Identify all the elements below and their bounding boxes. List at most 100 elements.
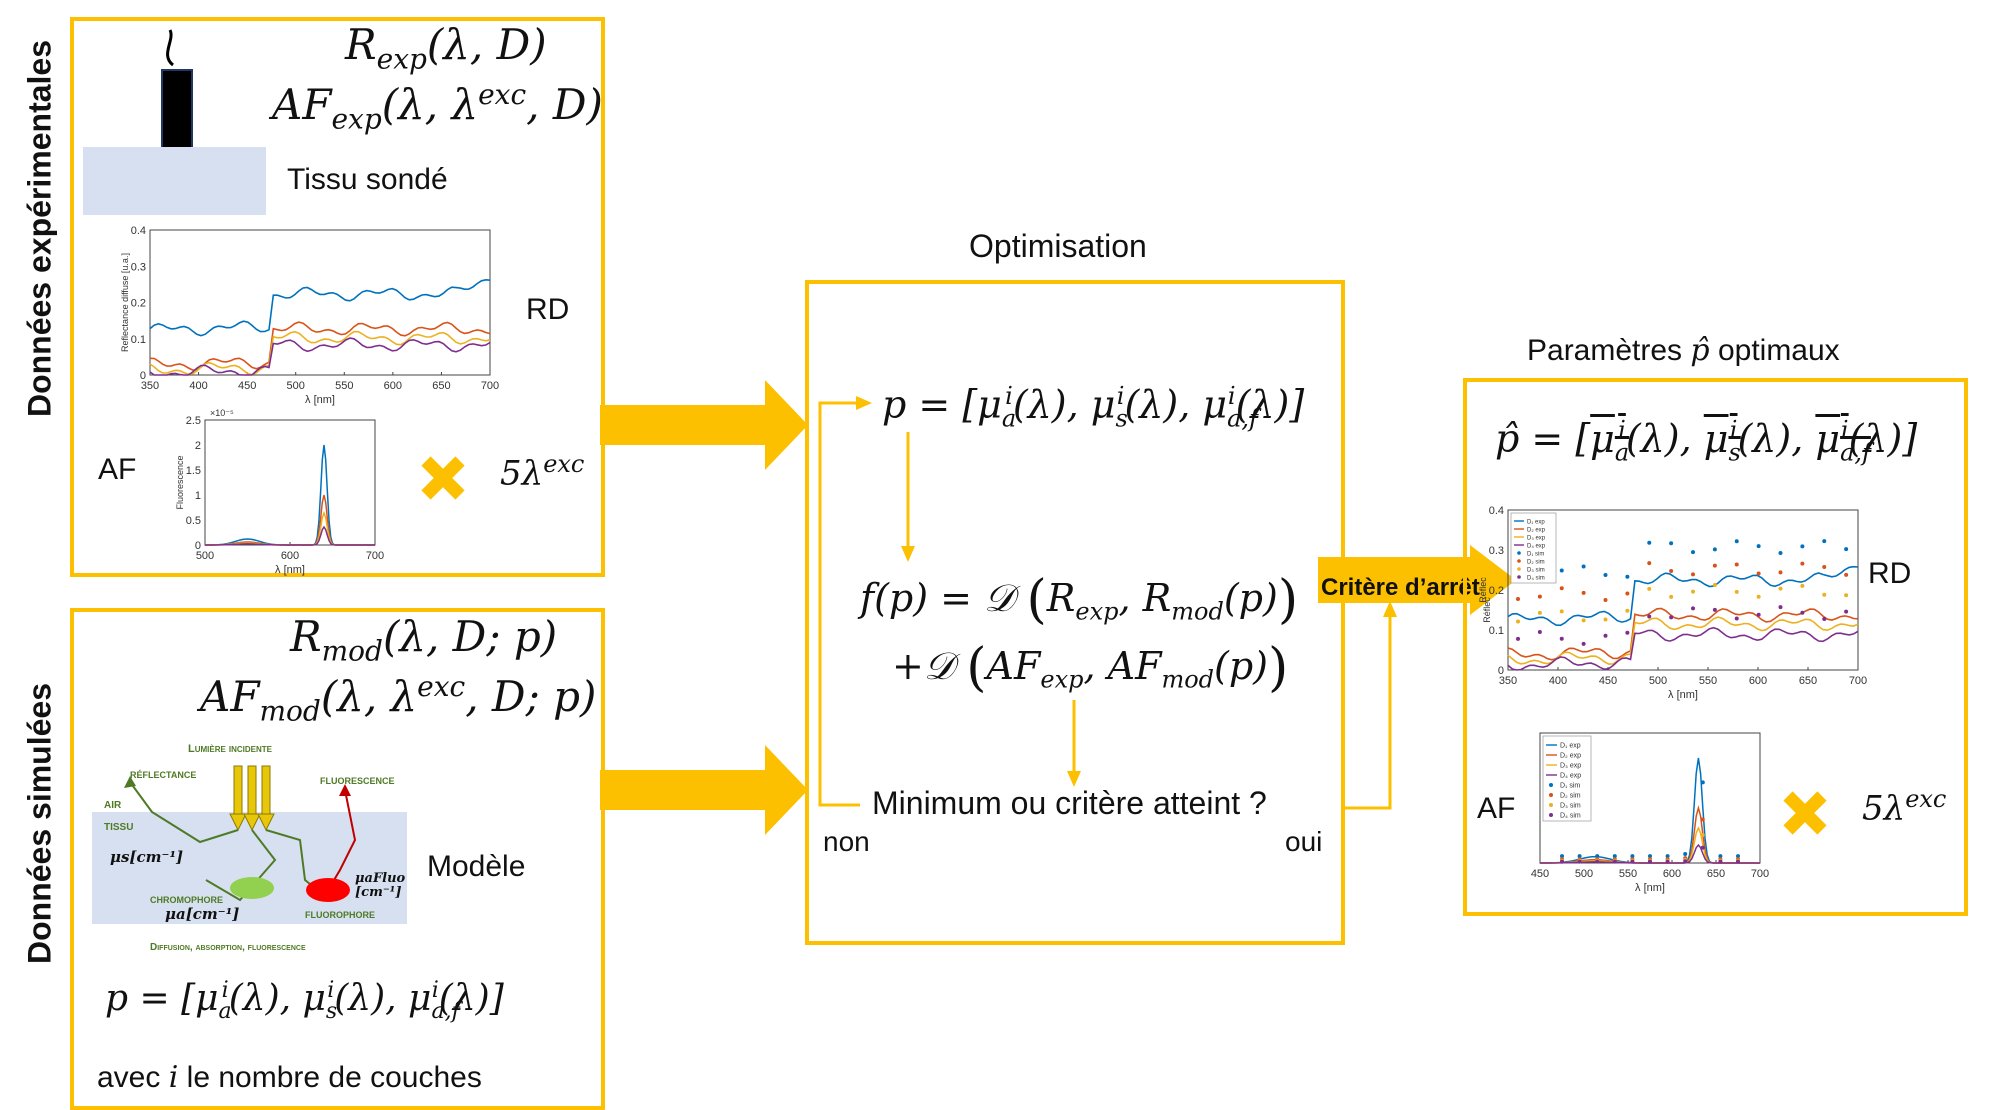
sim-point (1734, 589, 1739, 594)
sim-point (1516, 636, 1520, 641)
f-equation-line2: +𝒟 (AFexp, AFmod(p)) (892, 638, 1289, 698)
sim-point (1712, 583, 1717, 588)
sim-point (1537, 610, 1542, 615)
minimum-question: Minimum ou critère atteint ? (872, 785, 1267, 821)
oui-label: oui (1285, 826, 1323, 857)
sim-point (1648, 854, 1652, 859)
y-tick-label: 0.1 (1489, 625, 1504, 637)
legend-marker (1549, 813, 1553, 817)
fluorophore-label: Fluorophore (305, 910, 376, 920)
lumiere-incidente-label: Lumière incidente (188, 743, 273, 755)
sim-point (1630, 859, 1635, 864)
model-tissue-layer (92, 812, 407, 924)
sim-point (1669, 541, 1674, 546)
sim-point (1603, 633, 1608, 638)
legend-label: D₃ sim (1527, 568, 1545, 574)
sim-point (1516, 597, 1520, 602)
sim-point (1603, 597, 1608, 602)
reflectance-label: Réflectance (130, 770, 197, 780)
sim-point (1736, 859, 1740, 864)
sim-point (1712, 563, 1717, 568)
sim-point (1577, 859, 1582, 864)
sim-point (1718, 859, 1723, 864)
sim-point (1700, 817, 1705, 822)
sim-point (1778, 586, 1783, 591)
sim-point (1691, 606, 1695, 611)
sim-point (1595, 859, 1600, 864)
non-label: non (823, 826, 870, 857)
five-lambda-exc-opt: 5λexc (1862, 785, 1947, 829)
x-tick-label: 550 (335, 380, 353, 392)
sim-point (1648, 859, 1652, 864)
legend-marker (1517, 551, 1521, 555)
sim-point (1756, 594, 1761, 599)
sim-point (1612, 859, 1617, 864)
sim-point (1625, 630, 1630, 635)
legend-label: D₁ sim (1527, 552, 1544, 558)
sim-point (1581, 618, 1586, 623)
legend-label: D₄ exp (1527, 544, 1546, 550)
legend-label: D₂ exp (1527, 528, 1546, 534)
y-axis-label: Fluorescence (175, 455, 185, 509)
sim-point (1800, 583, 1805, 588)
sim-point (1625, 591, 1630, 596)
p-opt-equation: p = [μai(λ), μsi(λ), μa,fi(λ)] (882, 382, 1305, 433)
x-tick-label: 350 (1499, 675, 1517, 687)
sim-point (1683, 859, 1688, 864)
mu-a-label: μa[cm⁻¹] (165, 905, 240, 923)
sim-point (1647, 561, 1652, 566)
sim-point (1691, 572, 1695, 577)
sim-point (1800, 544, 1805, 549)
x-axis-label: λ [nm] (1668, 689, 1698, 701)
sim-point (1669, 568, 1674, 573)
sim-point (1537, 630, 1542, 635)
x-tick-label: 500 (287, 380, 305, 392)
sim-point (1581, 564, 1586, 569)
y-tick-label: 0.2 (131, 298, 146, 310)
plot-frame (1507, 509, 1859, 671)
box-parametres (1463, 378, 1968, 916)
x-tick-label: 550 (1699, 675, 1717, 687)
critere-arret-label: Critère d’arrêt (1321, 574, 1480, 601)
r-mod-equation: Rmod(λ, D; p) (290, 612, 558, 668)
x-axis-label: λ [nm] (305, 394, 335, 406)
sim-point (1647, 614, 1652, 619)
arrow-sim-to-opt (600, 745, 808, 835)
sim-point (1734, 562, 1739, 567)
legend-label: D₄ sim (1527, 576, 1545, 582)
sim-point (1734, 616, 1739, 621)
box-simulated (70, 608, 605, 1110)
legend-label: D₄ sim (1560, 813, 1581, 820)
series-line (1507, 565, 1859, 627)
legend-marker (1549, 793, 1553, 797)
legend-label: D₃ exp (1527, 536, 1546, 542)
x-tick-label: 600 (384, 380, 402, 392)
x-tick-label: 350 (141, 380, 159, 392)
r-exp-equation: Rexp(λ, D) (345, 20, 547, 76)
rd-label-exp: RD (526, 293, 570, 326)
sim-point (1560, 859, 1564, 864)
sim-point (1822, 565, 1827, 570)
sim-point (1822, 616, 1827, 621)
sim-point (1559, 609, 1564, 614)
x-tick-label: 600 (1663, 868, 1681, 880)
y-axis-label: Réflec (1482, 597, 1492, 623)
x-tick-label: 600 (281, 550, 299, 562)
x-tick-label: 650 (1799, 675, 1817, 687)
parametres-title: Paramètres p̂ optimaux (1527, 333, 1840, 368)
af-mod-equation: AFmod(λ, λexc, D; p) (200, 670, 597, 728)
sim-point (1800, 561, 1805, 566)
y-tick-label: 0.4 (1489, 505, 1504, 517)
x-tick-label: 650 (1707, 868, 1725, 880)
fluorescence-label: Fluorescence (320, 776, 395, 786)
legend-marker (1549, 783, 1553, 787)
sim-point (1581, 641, 1586, 646)
optimisation-title: Optimisation (969, 228, 1147, 264)
x-tick-label: 450 (1531, 868, 1549, 880)
x-tick-label: 450 (238, 380, 256, 392)
probe-icon (161, 29, 193, 149)
x-tick-label: 400 (1549, 675, 1567, 687)
